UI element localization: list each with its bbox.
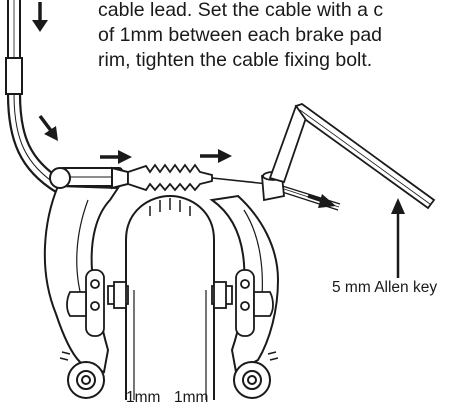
right-arrow-icon-1 (100, 150, 132, 164)
left-brake-pad (66, 269, 129, 337)
right-arrow-icon-3 (307, 194, 336, 208)
cable-link (49, 166, 129, 190)
right-brake-pad (211, 269, 274, 337)
up-arrow-icon (391, 198, 405, 278)
right-pivot (233, 351, 279, 399)
diagonal-arrow-icon (38, 114, 58, 141)
right-gap-label: 1mm (174, 389, 208, 406)
right-arrow-icon-2 (200, 149, 232, 163)
rubber-boot (127, 163, 213, 192)
left-gap-label: 1mm (126, 389, 160, 406)
instruction-text: cable lead. Set the cable with a c of 1m… (98, 0, 476, 73)
left-pivot (59, 351, 105, 399)
wheel-rim (125, 194, 215, 400)
allen-key-icon (268, 102, 436, 210)
brake-cable (5, 0, 23, 95)
down-arrow-icon (32, 2, 48, 32)
left-brake-arm (43, 184, 120, 374)
instruction-line-2: of 1mm between each brake pad (98, 24, 383, 46)
allen-key-label: 5 mm Allen key (332, 279, 437, 296)
instruction-line-3: rim, tighten the cable fixing bolt. (98, 49, 373, 71)
instruction-line-1: cable lead. Set the cable with a c (98, 0, 384, 21)
